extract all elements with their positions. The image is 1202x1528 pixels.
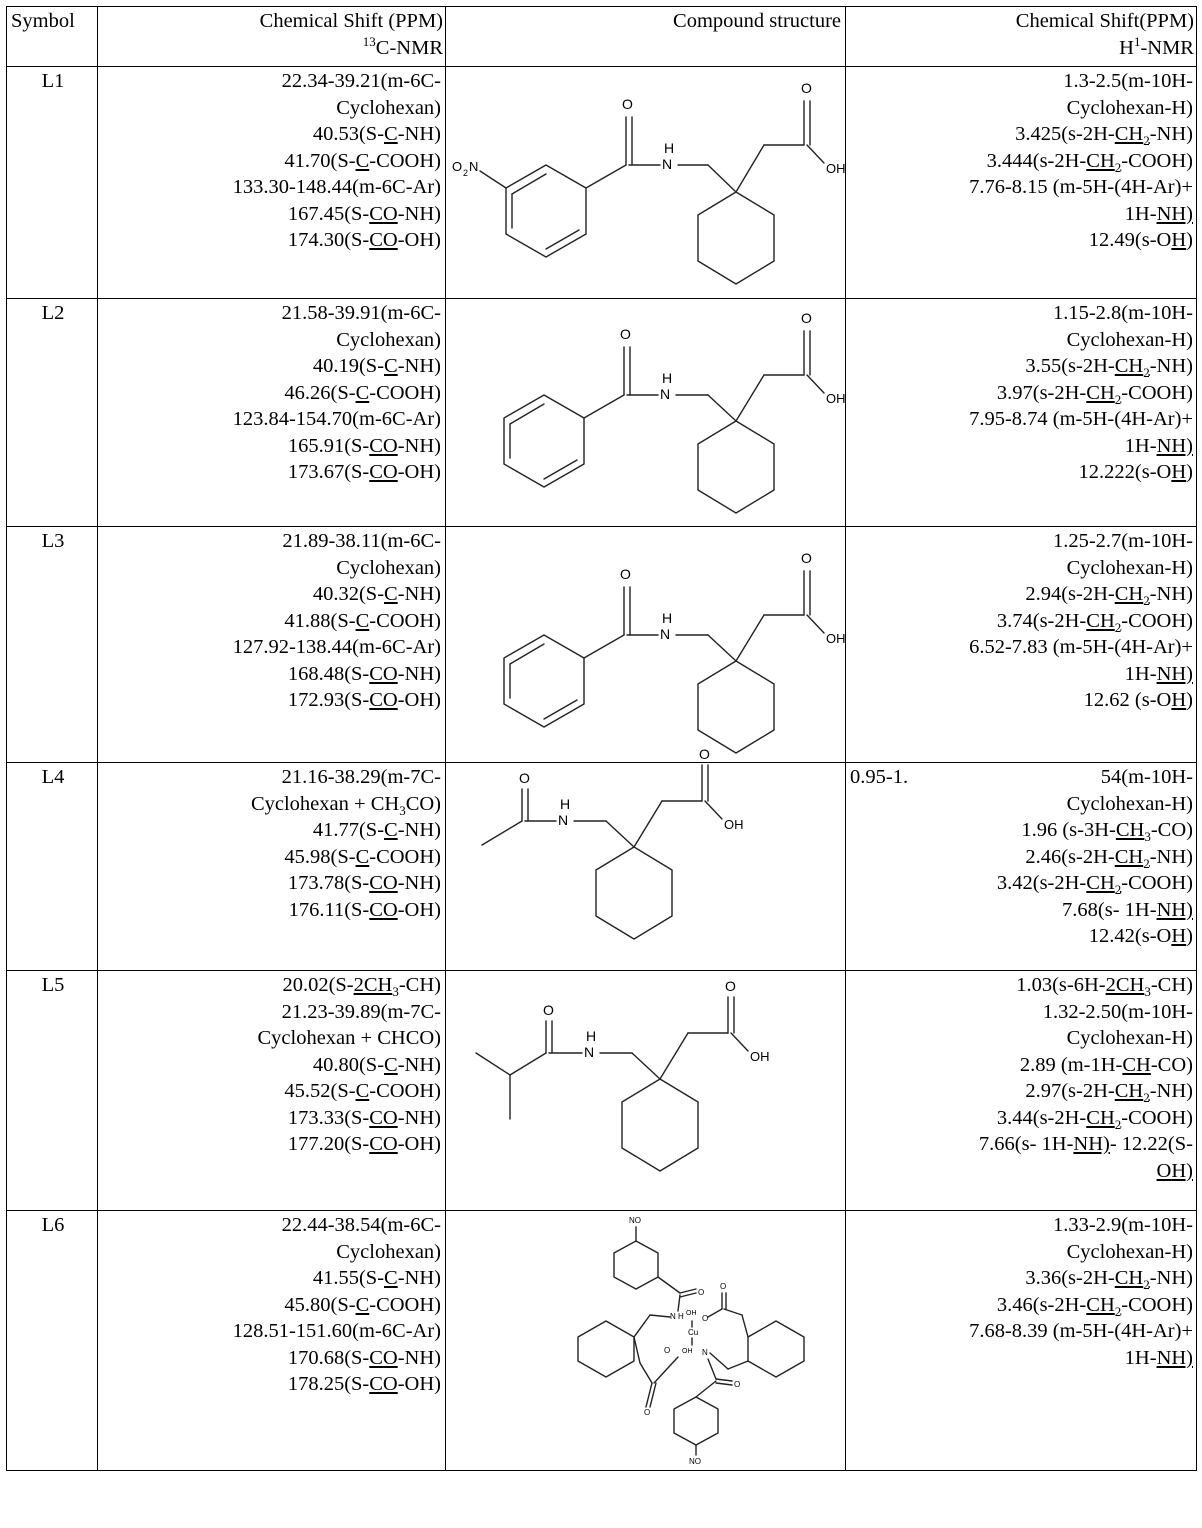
svg-text:H: H — [664, 140, 674, 156]
svg-text:O: O — [452, 159, 462, 174]
svg-text:OH: OH — [826, 161, 846, 176]
svg-text:H: H — [678, 1312, 684, 1321]
svg-text:O: O — [801, 550, 812, 566]
svg-text:H: H — [662, 610, 672, 626]
header-row: Symbol Chemical Shift (PPM) 13C-NMR Comp… — [6, 6, 1197, 67]
svg-text:N: N — [702, 1348, 708, 1357]
table-row: L3 21.89-38.11(m-6C- Cyclohexan) 40.32(S… — [6, 526, 1197, 763]
nmr-data-table: Symbol Chemical Shift (PPM) 13C-NMR Comp… — [6, 6, 1197, 1471]
h1-shift-cell: 0.95-1.54(m-10H- Cyclohexan-H) 1.96 (s-3… — [845, 762, 1197, 971]
svg-text:O: O — [622, 96, 633, 112]
svg-text:O: O — [698, 1288, 704, 1297]
structure-cell: O N H O OH — [445, 746, 846, 971]
svg-text:O: O — [620, 326, 631, 342]
svg-text:2: 2 — [463, 168, 468, 178]
svg-text:O: O — [734, 1380, 740, 1389]
svg-text:Cu: Cu — [688, 1328, 698, 1337]
svg-text:O: O — [620, 566, 631, 582]
h1-shift-cell: 1.15-2.8(m-10H- Cyclohexan-H) 3.55(s-2H-… — [845, 298, 1197, 527]
structure-l2-image: O N H O OH — [503, 310, 846, 514]
symbol-cell: L2 — [6, 298, 98, 527]
svg-text:O: O — [543, 1002, 554, 1018]
structure-cell: O 2 N O N H O — [445, 66, 846, 299]
c13-shift-cell: 21.89-38.11(m-6C- Cyclohexan) 40.32(S-C-… — [97, 526, 446, 763]
svg-text:N: N — [469, 159, 478, 174]
svg-text:O: O — [720, 1282, 726, 1291]
svg-text:N: N — [584, 1044, 594, 1060]
structure-l1-image: O 2 N O N H O — [452, 80, 846, 285]
svg-text:O: O — [801, 80, 812, 96]
svg-text:O: O — [699, 746, 710, 762]
header-c13-shift: Chemical Shift (PPM) 13C-NMR — [97, 6, 446, 67]
c13-shift-cell: 22.34-39.21(m-6C- Cyclohexan) 40.53(S-C-… — [97, 66, 446, 299]
svg-text:O: O — [725, 978, 736, 994]
table-row: L6 22.44-38.54(m-6C- Cyclohexan) 41.55(S… — [6, 1210, 1197, 1471]
symbol-cell: L4 — [6, 762, 98, 971]
svg-text:OH: OH — [724, 817, 744, 832]
c13-shift-cell: 21.16-38.29(m-7C- Cyclohexan + CH3CO) 41… — [97, 762, 446, 971]
svg-text:N: N — [662, 156, 672, 172]
table-row: L1 22.34-39.21(m-6C- Cyclohexan) 40.53(S… — [6, 66, 1197, 299]
svg-text:N: N — [558, 812, 568, 828]
structure-l3-image: O N H O OH — [503, 550, 846, 754]
structure-cell: O N H O OH — [445, 298, 846, 527]
svg-text:OH: OH — [826, 391, 846, 406]
svg-text:H: H — [586, 1028, 596, 1044]
header-compound-structure: Compound structure — [445, 6, 846, 67]
h1-shift-cell: 1.03(s-6H-2CH3-CH) 1.32-2.50(m-10H- Cycl… — [845, 970, 1197, 1211]
svg-text:OH: OH — [686, 1310, 697, 1317]
svg-text:O: O — [644, 1408, 650, 1417]
svg-text:O: O — [519, 770, 530, 786]
svg-text:OH: OH — [750, 1049, 770, 1064]
table-row: L5 20.02(S-2CH3-CH) 21.23-39.89(m-7C- Cy… — [6, 970, 1197, 1211]
svg-text:OH: OH — [826, 631, 846, 646]
structure-l4-image: O N H O OH — [481, 746, 744, 940]
svg-text:OH: OH — [682, 1348, 693, 1355]
svg-text:NO: NO — [689, 1457, 701, 1466]
symbol-cell: L1 — [6, 66, 98, 299]
svg-text:O: O — [702, 1314, 708, 1323]
symbol-cell: L5 — [6, 970, 98, 1211]
c13-shift-cell: 21.58-39.91(m-6C- Cyclohexan) 40.19(S-C-… — [97, 298, 446, 527]
svg-text:O: O — [801, 310, 812, 326]
svg-text:O: O — [664, 1346, 670, 1355]
header-symbol: Symbol — [6, 6, 98, 67]
table-row: L2 21.58-39.91(m-6C- Cyclohexan) 40.19(S… — [6, 298, 1197, 527]
svg-text:N: N — [670, 1312, 676, 1321]
structure-l6-complex-image: NO O N H OH Cu OH — [577, 1216, 805, 1466]
svg-text:N: N — [660, 386, 670, 402]
svg-text:H: H — [662, 370, 672, 386]
structure-l5-image: O N H O OH — [475, 978, 770, 1172]
c13-shift-cell: 20.02(S-2CH3-CH) 21.23-39.89(m-7C- Cyclo… — [97, 970, 446, 1211]
header-h1-shift: Chemical Shift(PPM) H1-NMR — [845, 6, 1197, 67]
structure-cell: O N H O OH — [445, 970, 846, 1211]
c13-shift-cell: 22.44-38.54(m-6C- Cyclohexan) 41.55(S-C-… — [97, 1210, 446, 1471]
structure-cell: NO O N H OH Cu OH — [445, 1210, 846, 1471]
symbol-cell: L3 — [6, 526, 98, 763]
h1-shift-cell: 1.33-2.9(m-10H- Cyclohexan-H) 3.36(s-2H-… — [845, 1210, 1197, 1471]
h1-shift-cell: 1.3-2.5(m-10H- Cyclohexan-H) 3.425(s-2H-… — [845, 66, 1197, 299]
structure-cell: O N H O OH — [445, 526, 846, 763]
svg-text:H: H — [560, 796, 570, 812]
h1-shift-cell: 1.25-2.7(m-10H- Cyclohexan-H) 2.94(s-2H-… — [845, 526, 1197, 763]
table-row: L4 21.16-38.29(m-7C- Cyclohexan + CH3CO)… — [6, 746, 1197, 971]
svg-text:N: N — [660, 626, 670, 642]
symbol-cell: L6 — [6, 1210, 98, 1471]
svg-text:NO: NO — [629, 1216, 641, 1225]
